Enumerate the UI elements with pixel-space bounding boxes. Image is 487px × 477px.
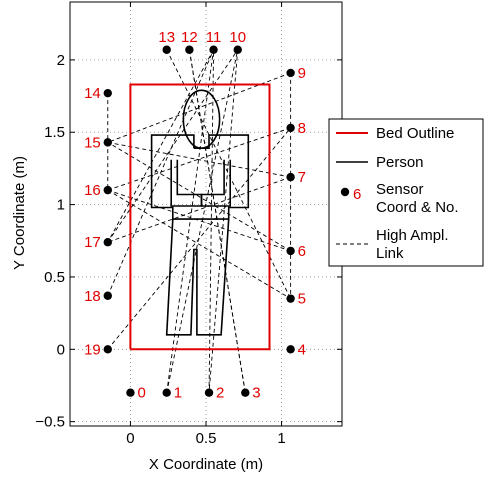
y-tick-label: 0 [57, 341, 65, 358]
legend-label-person: Person [376, 154, 424, 171]
high-amplitude-link [208, 49, 239, 393]
sensor-label-13: 13 [158, 29, 175, 46]
high-amplitude-link [107, 127, 291, 350]
high-amplitude-link [166, 49, 292, 299]
y-tick-label: 1 [57, 197, 65, 214]
sensor-point-4 [286, 345, 295, 354]
sensor-label-1: 1 [174, 385, 182, 402]
sensor-point-14 [103, 88, 112, 98]
sensor-point-13 [162, 45, 171, 54]
high-amplitude-link [166, 49, 215, 393]
person-body [150, 134, 250, 336]
legend-label-bed: Bed Outline [376, 125, 454, 142]
person-head [182, 89, 221, 149]
high-amplitude-link [107, 127, 291, 191]
legend-sensor-number: 6 [353, 186, 361, 203]
sensor-label-15: 15 [84, 134, 101, 151]
sensor-point-8 [286, 123, 295, 133]
sensor-label-19: 19 [84, 341, 101, 358]
sensor-point-6 [286, 246, 295, 256]
sensor-point-19 [103, 345, 112, 354]
sensor-point-1 [162, 388, 171, 397]
sensor-point-16 [103, 185, 112, 195]
sensor-label-5: 5 [298, 291, 306, 308]
links-group [107, 49, 292, 393]
sensor-label-11: 11 [206, 29, 222, 46]
sensor-point-18 [103, 291, 112, 300]
legend-label-sensor-line2: Coord & No. [376, 199, 459, 216]
y-tick-label: 1.5 [44, 124, 65, 141]
y-tick-label: 0.5 [44, 269, 65, 286]
high-amplitude-link [107, 49, 214, 243]
sensor-label-4: 4 [298, 341, 306, 358]
bed-outline-group [129, 83, 271, 351]
sensor-label-10: 10 [229, 29, 246, 46]
legend-box [328, 118, 484, 267]
high-amplitude-link [107, 141, 291, 252]
sensor-point-11 [209, 45, 218, 54]
legend-label-link-line1: High Ampl. [376, 227, 449, 244]
legend-swatch-sensor [340, 187, 350, 197]
sensor-point-15 [103, 138, 112, 147]
legend-label-link-line2: Link [376, 245, 404, 262]
high-amplitude-link [107, 189, 291, 300]
sensor-label-0: 0 [137, 385, 145, 402]
high-amplitude-link [107, 141, 291, 178]
sensor-point-2 [204, 388, 214, 397]
sensor-label-14: 14 [84, 85, 101, 102]
sensor-label-3: 3 [252, 385, 260, 402]
high-amplitude-link [107, 49, 214, 296]
high-amplitude-link [166, 49, 239, 393]
plot-area [103, 45, 295, 397]
sensor-label-8: 8 [298, 120, 306, 137]
high-amplitude-link [188, 49, 246, 393]
legend-label-sensor-line1: Sensor [376, 181, 424, 198]
sensor-point-5 [286, 294, 295, 303]
sensor-point-0 [126, 388, 135, 397]
high-amplitude-link [107, 176, 291, 243]
x-tick-label: 0.5 [196, 430, 217, 447]
sensor-label-17: 17 [84, 234, 101, 251]
sensor-point-12 [185, 45, 194, 54]
high-amplitude-link [107, 72, 291, 143]
y-tick-label: 2 [57, 52, 65, 69]
high-amplitude-link [208, 49, 215, 393]
sensor-label-12: 12 [181, 29, 198, 46]
sensor-label-9: 9 [298, 65, 306, 82]
sensor-point-7 [286, 172, 295, 182]
person-outline-group [150, 89, 250, 336]
sensor-label-7: 7 [298, 169, 306, 186]
sensor-label-2: 2 [216, 385, 224, 402]
sensor-label-6: 6 [298, 243, 306, 260]
sensor-label-18: 18 [84, 288, 101, 305]
x-tick-label: 0 [126, 430, 134, 447]
ticks-group: 0 0.5 1 −0.5 0 0.5 1 1.5 2 [35, 2, 342, 447]
y-tick-label: −0.5 [35, 414, 65, 431]
sensor-point-17 [103, 238, 112, 247]
sensors-group [103, 45, 295, 397]
sensor-point-3 [241, 388, 250, 397]
high-amplitude-link [107, 189, 291, 252]
sensor-label-16: 16 [84, 182, 101, 199]
sensor-point-9 [286, 68, 295, 78]
x-tick-label: 1 [277, 430, 285, 447]
bed-outline [129, 83, 271, 351]
sensor-point-10 [233, 45, 242, 54]
person-arm [200, 159, 231, 207]
y-axis-label: Y Coordinate (m) [11, 156, 28, 270]
x-axis-label: X Coordinate (m) [149, 456, 263, 473]
